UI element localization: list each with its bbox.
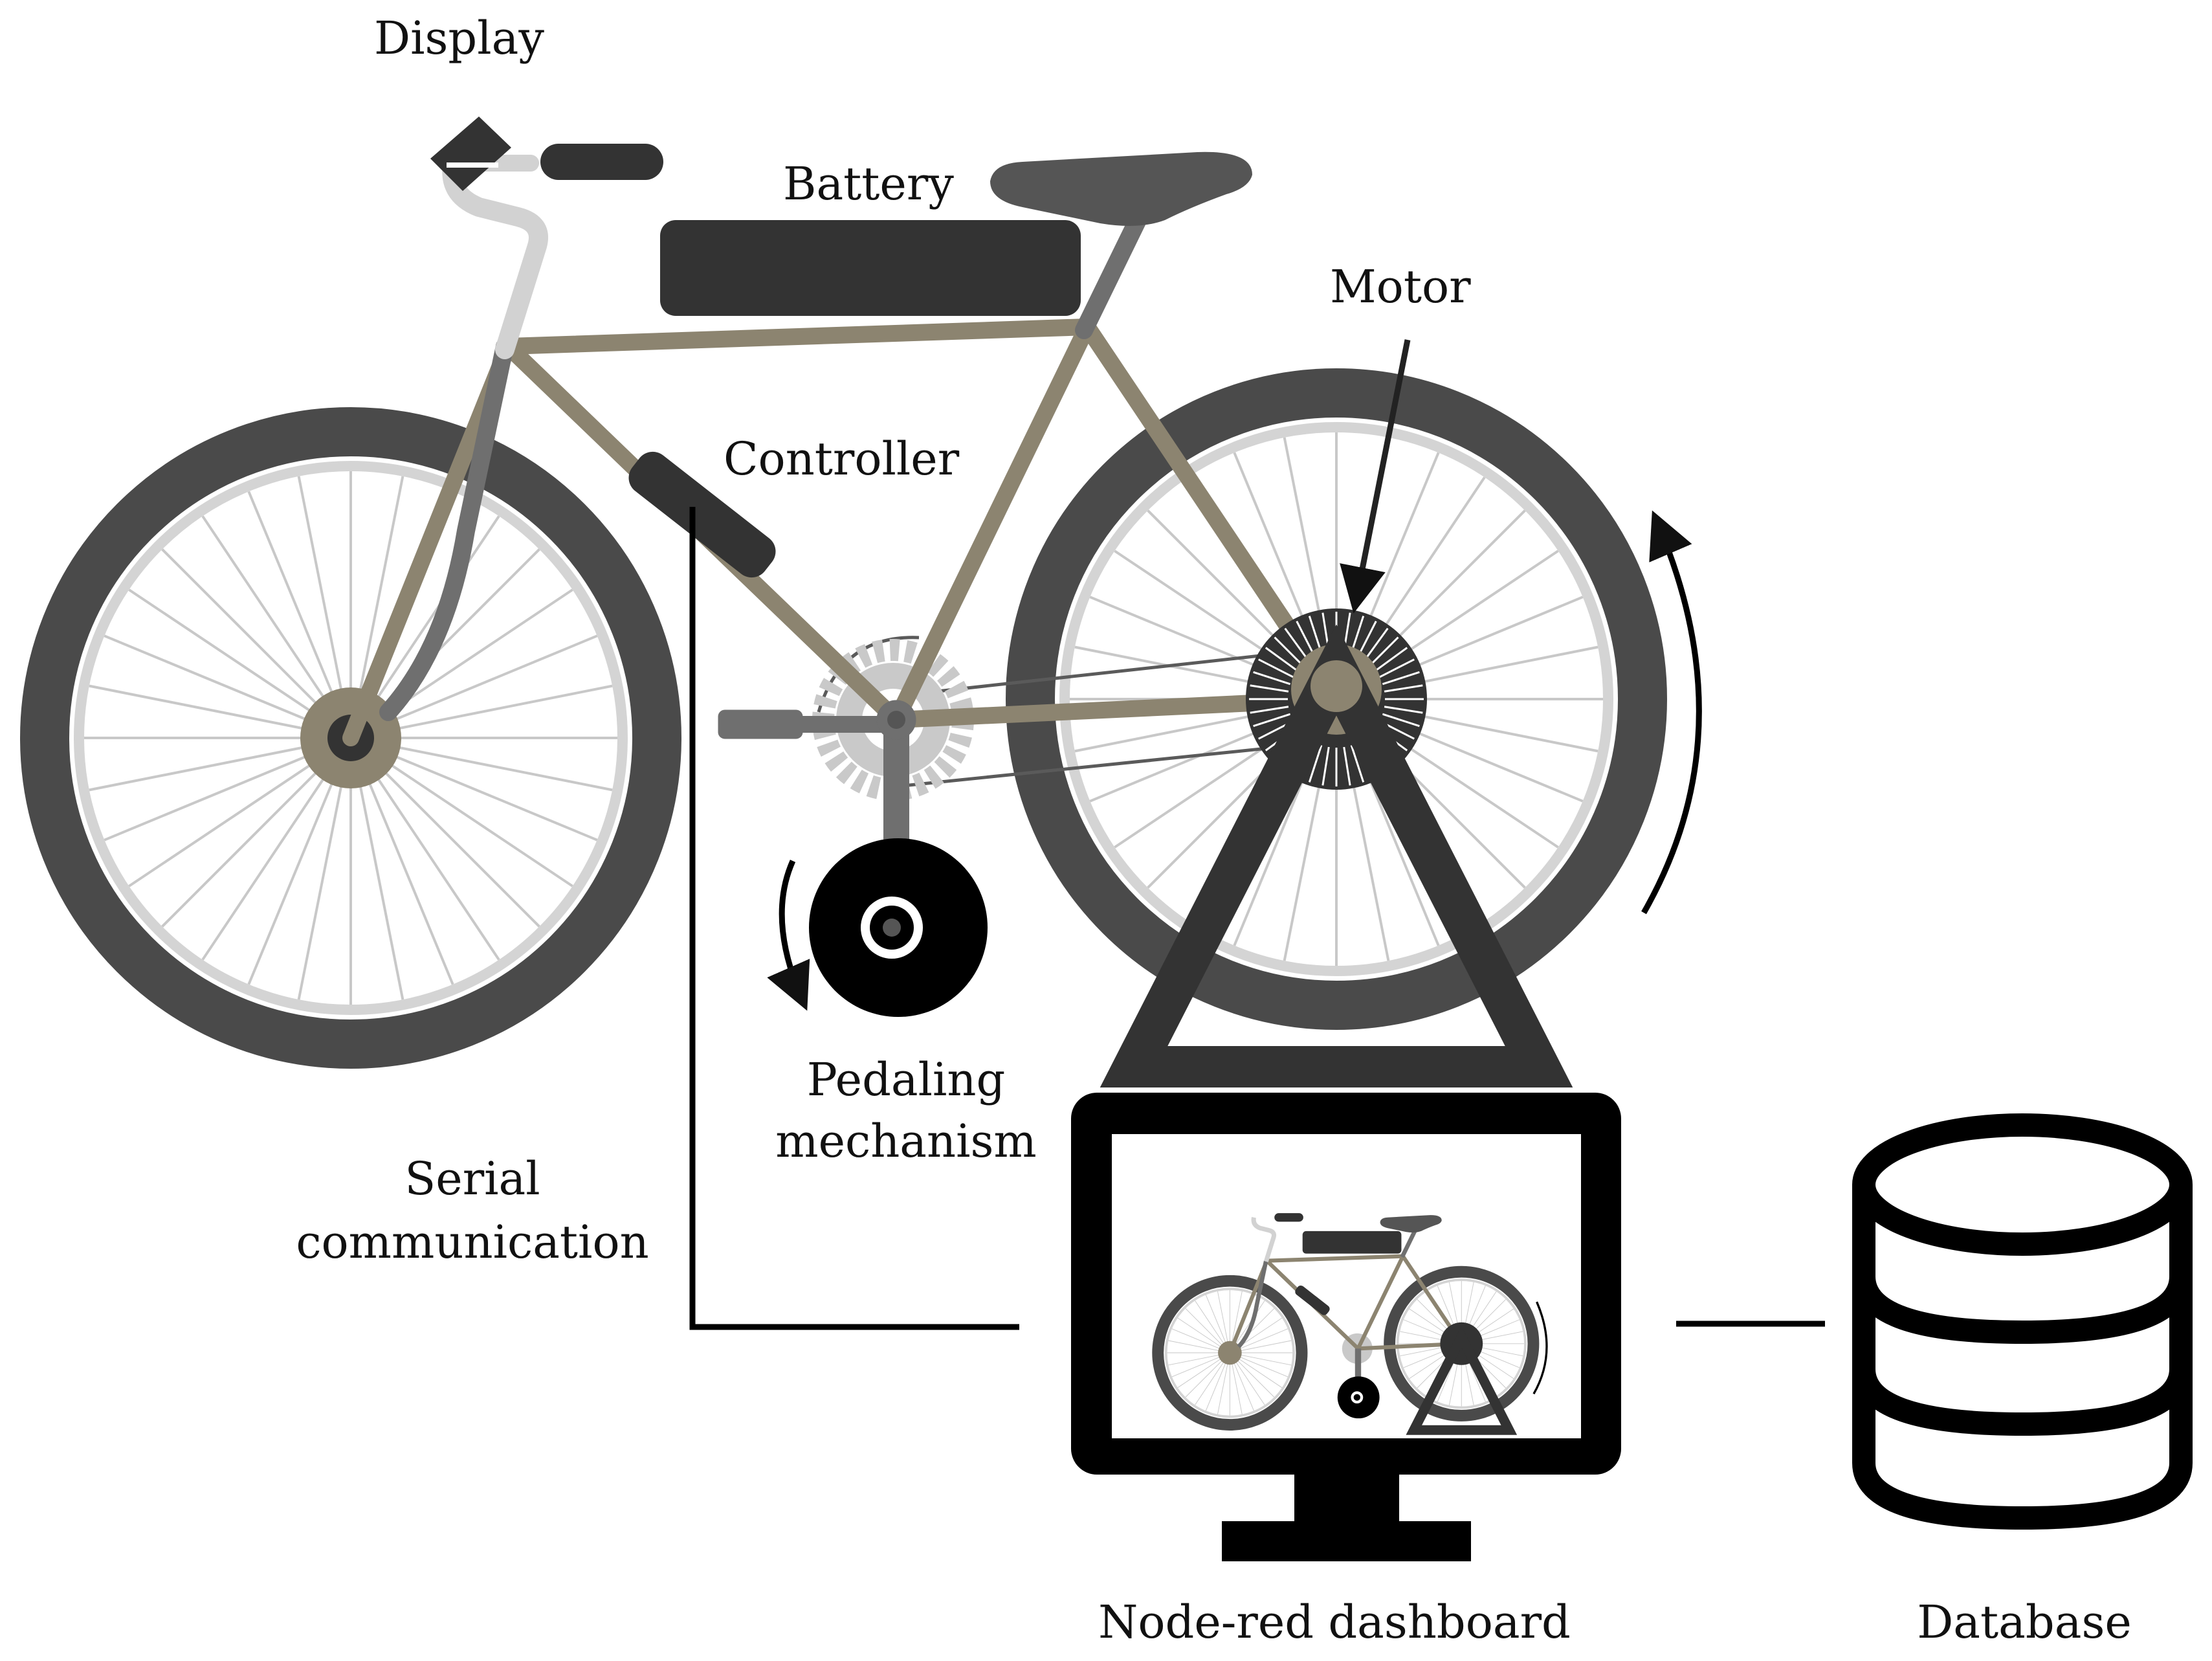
bicycle xyxy=(20,117,1667,1087)
motor-winding-line xyxy=(1250,706,1289,714)
pedaling-label-line2: mechanism xyxy=(775,1115,1037,1168)
motor-winding-line xyxy=(1274,636,1303,666)
motor-winding-line xyxy=(1322,746,1330,786)
monitor-icon xyxy=(1071,1093,1621,1561)
motor-winding-line xyxy=(1384,706,1423,714)
motor-winding-line xyxy=(1382,671,1420,686)
dashboard-bike-thumbnail xyxy=(1152,1213,1548,1435)
pedal-left xyxy=(718,709,803,739)
trainer-stand xyxy=(1100,624,1573,1087)
chain-loop xyxy=(817,636,920,713)
battery xyxy=(660,220,1081,316)
database-icon xyxy=(1852,1113,2193,1530)
motor-winding-line xyxy=(1375,647,1408,672)
serial-label-line2: communication xyxy=(296,1216,648,1269)
motor-winding-line xyxy=(1258,658,1294,678)
display-label: Display xyxy=(374,12,544,65)
serial-label-line1: Serial xyxy=(404,1152,540,1205)
motor-winding-line xyxy=(1357,621,1377,656)
motor-pointer-arrow-icon xyxy=(1340,339,1411,614)
motor-winding-line xyxy=(1382,713,1420,728)
display-unit xyxy=(430,117,511,191)
motor-winding-line xyxy=(1350,744,1365,783)
pedaling-label-line1: Pedaling xyxy=(807,1053,1006,1106)
motor-winding-line xyxy=(1343,746,1351,786)
motor-winding-line xyxy=(1308,616,1323,654)
dashboard-label: Node-red dashboard xyxy=(1098,1596,1571,1649)
motor-winding-line xyxy=(1350,616,1365,654)
controller xyxy=(628,451,776,578)
motor-winding-line xyxy=(1308,744,1323,783)
controller-label: Controller xyxy=(724,432,960,485)
serial-link-line xyxy=(689,507,1019,1330)
pedal-rotation-arrow-icon xyxy=(767,860,810,1011)
motor-winding-line xyxy=(1265,647,1298,672)
database-label: Database xyxy=(1917,1596,2132,1649)
battery-label: Battery xyxy=(783,157,954,210)
motor-winding-line xyxy=(1250,684,1289,693)
motor-winding-line xyxy=(1369,636,1399,666)
motor-label: Motor xyxy=(1330,260,1471,313)
pedaling-mechanism xyxy=(809,838,988,1017)
motor-winding-line xyxy=(1364,627,1389,661)
handlebar-stem xyxy=(442,152,548,359)
seat-post xyxy=(1075,211,1147,339)
motor-winding-line xyxy=(1384,684,1423,693)
motor-winding-line xyxy=(1296,621,1316,656)
motor-winding-line xyxy=(1253,713,1291,728)
motor-winding-line xyxy=(1284,627,1309,661)
handlebar-grip xyxy=(540,144,663,180)
front-fork xyxy=(379,337,514,721)
motor-winding-line xyxy=(1253,671,1291,686)
wheel-rotation-arrow-icon xyxy=(1641,510,1702,915)
rear-wheel xyxy=(20,407,681,1069)
motor-winding-line xyxy=(1379,658,1415,678)
saddle xyxy=(990,151,1252,226)
